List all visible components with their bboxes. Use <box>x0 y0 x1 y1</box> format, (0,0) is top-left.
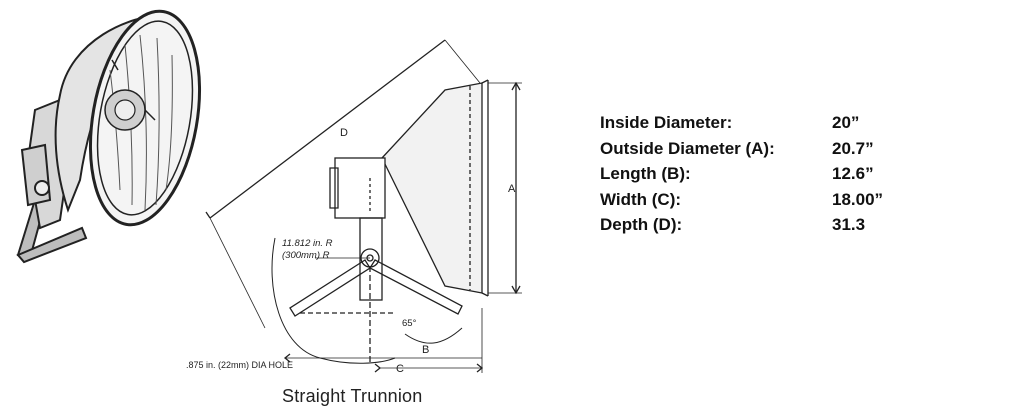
spec-row-inside-diameter: Inside Diameter: 20” <box>600 110 922 136</box>
radius-label-millimeters: (300mm) R <box>282 250 330 261</box>
spec-row-width: Width (C): 18.00” <box>600 187 922 213</box>
spec-label: Width (C): <box>600 189 682 209</box>
spec-row-depth: Depth (D): 31.3 <box>600 212 922 238</box>
spec-label: Depth (D): <box>600 215 683 234</box>
angle-label: 65° <box>402 318 417 329</box>
spec-value: 31.3 <box>832 215 866 234</box>
spec-label: Inside Diameter: <box>600 113 733 132</box>
spec-value: 18.00” <box>832 189 884 209</box>
dimension-label-a: A <box>508 183 516 195</box>
dimension-label-d: D <box>340 127 348 139</box>
hole-label: .875 in. (22mm) DIA HOLE <box>186 360 293 370</box>
dimension-label-b: B <box>422 344 429 356</box>
diagram-caption: Straight Trunnion <box>282 386 423 406</box>
spec-value: 12.6” <box>832 164 874 183</box>
radius-label-inches: 11.812 in. R <box>282 238 333 249</box>
floodlight-perspective-illustration <box>16 9 202 264</box>
spec-label: Outside Diameter (A): <box>600 138 775 158</box>
spec-table: Inside Diameter: 20” Outside Diameter (A… <box>600 110 922 238</box>
spec-row-length: Length (B): 12.6” <box>600 161 922 187</box>
spec-label: Length (B): <box>600 164 691 183</box>
spec-row-outside-diameter: Outside Diameter (A): 20.7” <box>600 136 922 162</box>
spec-value: 20.7” <box>832 138 874 158</box>
spec-value: 20” <box>832 113 860 132</box>
dimension-label-c: C <box>396 363 404 375</box>
straight-trunnion-dimension-drawing: D A B C 11.812 in. R (300mm) R 65° .875 … <box>186 39 522 375</box>
